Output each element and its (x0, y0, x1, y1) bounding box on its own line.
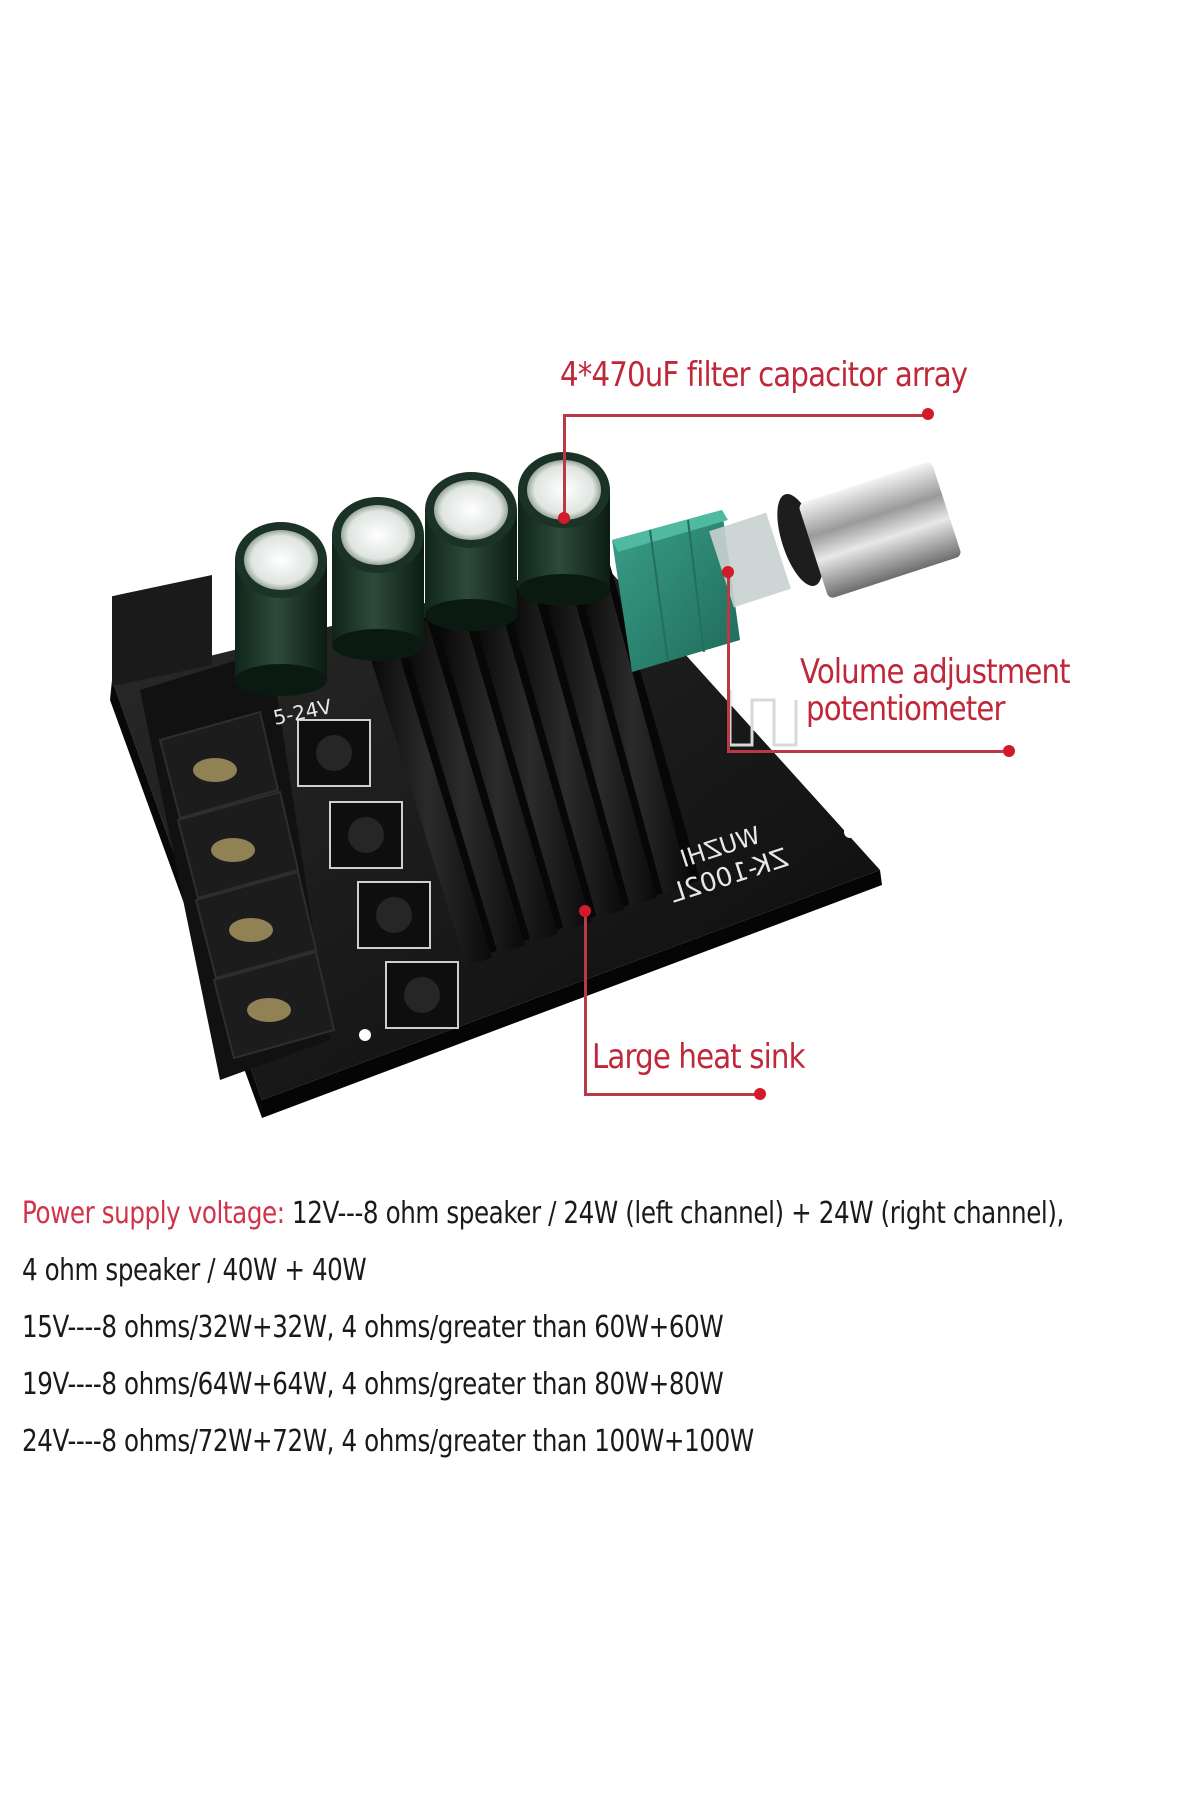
capacitor-callout-leader (563, 414, 566, 519)
dc-jack (112, 574, 212, 687)
speaker-terminal-block (140, 650, 336, 1080)
heatsink-callout-line (584, 1093, 759, 1096)
power-specifications: Power supply voltage: 12V---8 ohm speake… (22, 1185, 1192, 1470)
potentiometer-callout-end-dot (1003, 745, 1015, 757)
potentiometer-callout-label-line2: potentiometer (806, 689, 1006, 729)
capacitor-callout-line (563, 414, 928, 417)
bluetooth-antenna-trace (728, 690, 798, 747)
heatsink-callout-dot (579, 905, 591, 917)
potentiometer-callout-dot (722, 566, 734, 578)
spec-label: Power supply voltage: (22, 1196, 285, 1231)
control-buttons (297, 719, 459, 1029)
capacitor-callout-end-dot (922, 408, 934, 420)
spec-12v-8ohm: 12V---8 ohm speaker / 24W (left channel)… (284, 1196, 1064, 1231)
potentiometer-callout-leader (727, 572, 730, 752)
spec-line-24v: 24V----8 ohms/72W+72W, 4 ohms/greater th… (22, 1424, 754, 1459)
spec-line-19v: 19V----8 ohms/64W+64W, 4 ohms/greater th… (22, 1367, 724, 1402)
mounting-holes (359, 826, 856, 1041)
potentiometer-callout-label-line1: Volume adjustment (800, 652, 1071, 692)
capacitor-callout-dot (558, 512, 570, 524)
heatsink-callout-label: Large heat sink (592, 1037, 806, 1077)
potentiometer-callout-line (727, 750, 1009, 753)
spec-line-12v: Power supply voltage: 12V---8 ohm speake… (22, 1185, 1064, 1242)
heatsink-callout-leader (584, 910, 587, 1095)
heatsink-callout-end-dot (754, 1088, 766, 1100)
volume-potentiometer (612, 462, 961, 672)
spec-line-15v: 15V----8 ohms/32W+32W, 4 ohms/greater th… (22, 1310, 724, 1345)
heat-sink (365, 560, 700, 966)
capacitor-callout-label: 4*470uF filter capacitor array (560, 355, 968, 395)
spec-line-12v-4ohm: 4 ohm speaker / 40W + 40W (22, 1253, 367, 1288)
filter-capacitors (235, 452, 610, 696)
